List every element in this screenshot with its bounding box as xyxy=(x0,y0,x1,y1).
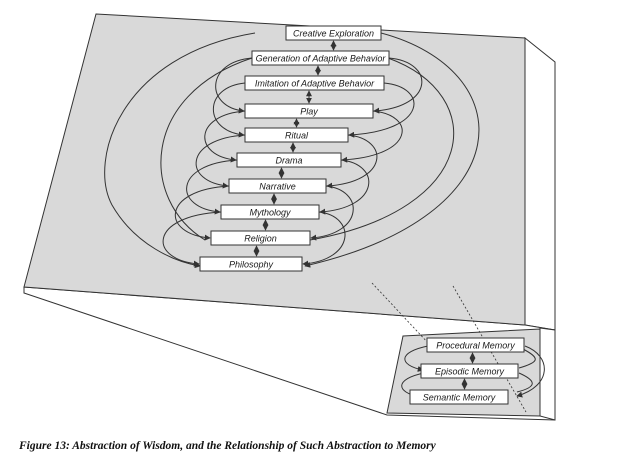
left-loop-arrow xyxy=(212,82,246,138)
level-box-frame xyxy=(244,127,349,143)
level-label: Play xyxy=(300,107,318,117)
level-box-frame xyxy=(210,230,311,246)
level-box-frame xyxy=(236,152,342,168)
level-box-narrative: Narrative xyxy=(228,178,327,194)
level-label: Narrative xyxy=(259,182,296,192)
level-label: Ritual xyxy=(285,131,309,141)
level-label: Religion xyxy=(244,234,277,244)
level-box-frame xyxy=(244,75,385,91)
level-label: Creative Exploration xyxy=(293,29,374,39)
level-box-frame xyxy=(244,103,374,119)
level-box-frame xyxy=(228,178,327,194)
level-label: Imitation of Adaptive Behavior xyxy=(255,79,375,89)
memory-block-side-face xyxy=(539,327,556,421)
level-box-ritual: Ritual xyxy=(244,127,349,143)
level-box-frame xyxy=(285,25,382,41)
memory-connection-loops xyxy=(401,345,545,399)
big-block-right-face xyxy=(524,36,556,331)
left-loop-arrow xyxy=(162,211,222,267)
level-label: Philosophy xyxy=(229,260,274,270)
memory-box-episodic-memory: Episodic Memory xyxy=(420,363,519,379)
memory-box-frame xyxy=(426,337,525,353)
memory-chain-arrows xyxy=(461,352,476,390)
level-box-generation-of-adaptive-behavior: Generation of Adaptive Behavior xyxy=(251,50,390,66)
left-loop-arrow xyxy=(174,185,230,241)
level-box-play: Play xyxy=(244,103,374,119)
memory-label: Episodic Memory xyxy=(435,367,505,377)
right-loop-arrow xyxy=(326,134,378,189)
memory-label: Procedural Memory xyxy=(436,341,515,351)
level-box-creative-exploration: Creative Exploration xyxy=(285,25,382,41)
level-box-frame xyxy=(199,256,303,272)
memory-box-semantic-memory: Semantic Memory xyxy=(409,389,509,405)
level-box-frame xyxy=(251,50,390,66)
level-box-imitation-of-adaptive-behavior: Imitation of Adaptive Behavior xyxy=(244,75,385,91)
right-loop-arrow xyxy=(310,185,354,241)
big-block-top-face xyxy=(23,13,526,326)
memory-box-frame xyxy=(409,389,509,405)
level-box-philosophy: Philosophy xyxy=(199,256,303,272)
level-box-drama: Drama xyxy=(236,152,342,168)
figure-caption: Figure 13: Abstraction of Wisdom, and th… xyxy=(19,440,436,452)
memory-box-frame xyxy=(420,363,519,379)
level-box-mythology: Mythology xyxy=(220,204,320,220)
right-connection-loops xyxy=(302,57,423,267)
right-loop-arrow xyxy=(302,211,346,267)
right-loop-arrow xyxy=(348,82,415,138)
level-label: Drama xyxy=(275,156,302,166)
left-loop-arrow xyxy=(195,134,246,189)
outer-loops xyxy=(104,32,480,269)
level-label: Mythology xyxy=(249,208,291,218)
left-loop-arrow xyxy=(215,57,253,114)
left-connection-loops xyxy=(162,57,253,267)
left-loop-arrow xyxy=(186,159,238,215)
left-loop-arrow xyxy=(204,110,246,163)
memory-box-procedural-memory: Procedural Memory xyxy=(426,337,525,353)
level-box-frame xyxy=(220,204,320,220)
chain-arrows xyxy=(253,40,337,257)
memory-label: Semantic Memory xyxy=(423,393,496,403)
right-loop-arrow xyxy=(319,159,370,215)
level-label: Generation of Adaptive Behavior xyxy=(256,54,387,64)
right-loop-arrow xyxy=(341,110,403,163)
right-loop-arrow xyxy=(373,57,423,114)
level-box-religion: Religion xyxy=(210,230,311,246)
